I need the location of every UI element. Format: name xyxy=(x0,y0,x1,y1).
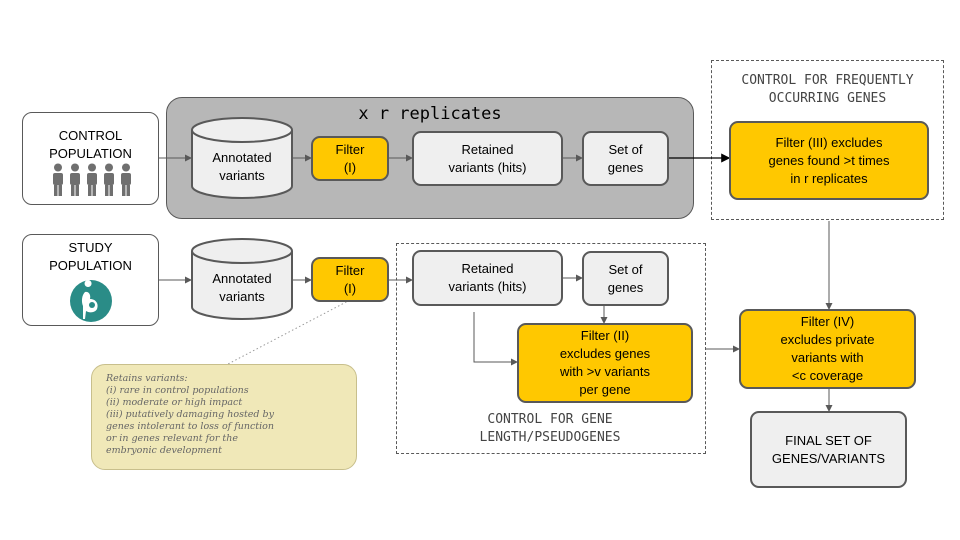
annotated-variants-label-control: Annotated variants xyxy=(212,150,272,183)
filter-i-study: Filter (I) xyxy=(311,257,389,302)
filter-i-control: Filter (I) xyxy=(311,136,389,181)
control-population-box: CONTROL POPULATION xyxy=(22,112,159,205)
arrow-retained-to-filter-ii xyxy=(473,312,518,366)
annotated-variants-label-study: Annotated variants xyxy=(212,271,272,304)
pregnant-woman-icon xyxy=(70,280,112,322)
study-population-box: STUDY POPULATION xyxy=(22,234,159,326)
frequent-genes-region xyxy=(711,60,944,220)
people-group-icon xyxy=(53,163,131,196)
note-leader xyxy=(227,299,351,365)
replicates-label: x r replicates xyxy=(358,104,502,124)
set-of-genes-control: Set of genes xyxy=(582,131,669,186)
frequent-genes-caption: CONTROL FOR FREQUENTLY OCCURRING GENES xyxy=(741,73,914,106)
filter-i-note: Retains variants: (i) rare in control po… xyxy=(91,364,357,470)
set-of-genes-study: Set of genes xyxy=(582,251,669,306)
retained-variants-control: Retained variants (hits) xyxy=(412,131,563,186)
study-population-label: STUDY POPULATION xyxy=(49,240,132,273)
filter-iv: Filter (IV) excludes private variants wi… xyxy=(739,309,916,389)
control-population-label: CONTROL POPULATION xyxy=(49,128,132,161)
retained-variants-study: Retained variants (hits) xyxy=(412,250,563,306)
annotated-variants-cylinder-control xyxy=(191,117,293,199)
filter-iii: Filter (III) excludes genes found >t tim… xyxy=(729,121,929,200)
gene-length-caption: CONTROL FOR GENE LENGTH/PSEUDOGENES xyxy=(479,412,621,445)
final-set-box: FINAL SET OF GENES/VARIANTS xyxy=(750,411,907,488)
filter-ii: Filter (II) excludes genes with >v varia… xyxy=(517,323,693,403)
annotated-variants-cylinder-study xyxy=(191,238,293,320)
gene-length-region xyxy=(396,243,706,454)
